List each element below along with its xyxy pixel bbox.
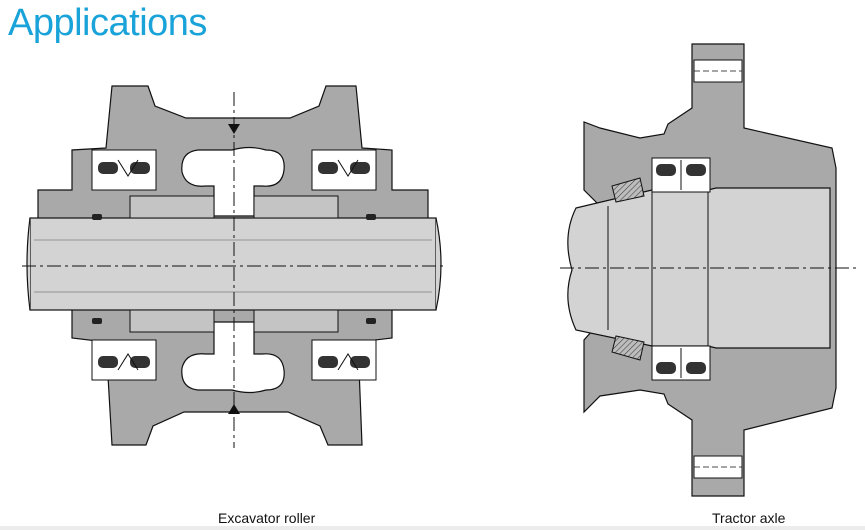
roller-cavity-bottom — [181, 321, 285, 394]
tractor-axle-diagram — [560, 43, 856, 497]
roller-shaft — [29, 217, 437, 311]
caption-excavator-roller: Excavator roller — [218, 510, 316, 526]
page-title: Applications — [8, 2, 207, 44]
axle-seal-top — [651, 157, 711, 193]
seal-bottom-left — [91, 339, 157, 381]
caption-tractor-axle: Tractor axle — [712, 510, 786, 526]
excavator-roller-diagram — [22, 85, 446, 448]
seal-top-right — [311, 149, 377, 191]
seal-top-left — [91, 149, 157, 191]
bottom-divider — [0, 526, 865, 530]
seal-bottom-right — [311, 339, 377, 381]
roller-cavity-top — [181, 146, 285, 217]
axle-seal-bottom — [651, 345, 711, 381]
